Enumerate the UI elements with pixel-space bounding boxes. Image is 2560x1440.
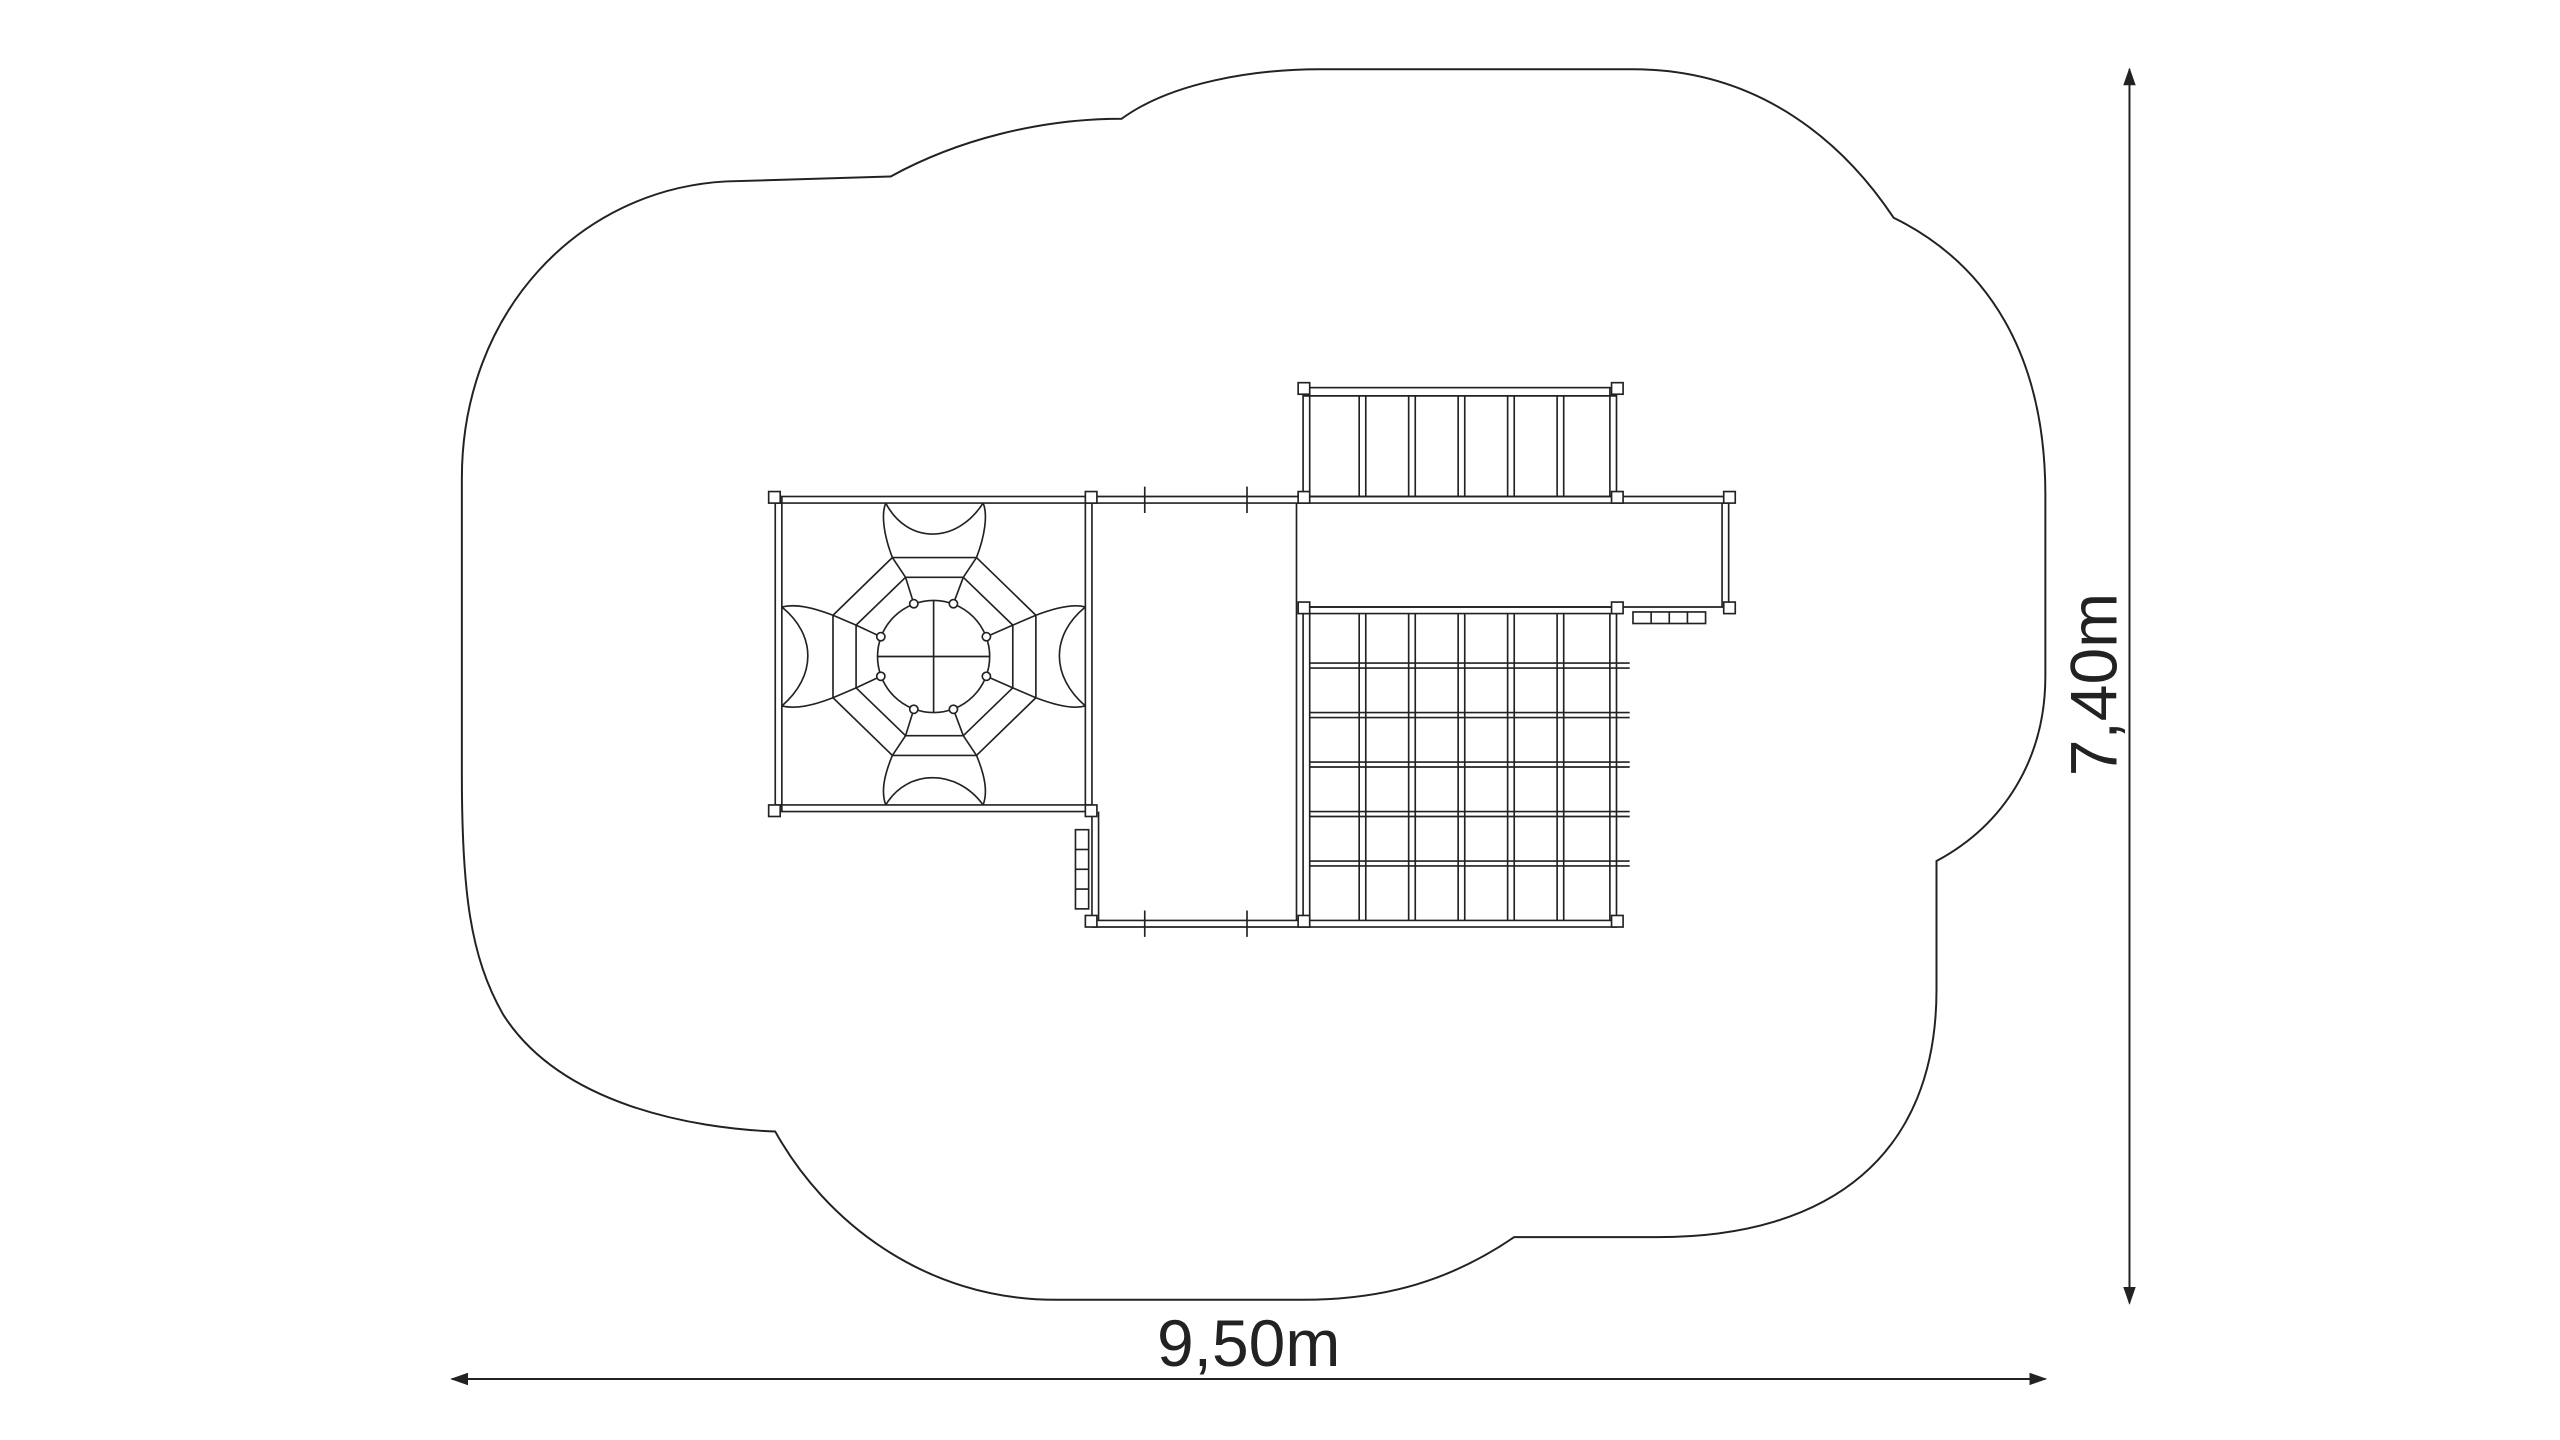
top-slat-bridge — [1302, 386, 1618, 498]
width-dimension-label: 9,50m — [1157, 1306, 1340, 1380]
net-knots — [875, 598, 992, 715]
height-dimension-label: 7,40m — [2056, 593, 2130, 776]
safety-zone-outline — [460, 68, 2047, 1301]
left-net-module — [774, 495, 1093, 813]
grid-horizontals — [1309, 662, 1630, 867]
middle-walkway — [1074, 486, 1304, 937]
left-module-frame — [774, 495, 1093, 813]
posts — [767, 381, 1737, 928]
grid-net-module — [1302, 606, 1630, 928]
net-anchor-ropes — [781, 502, 1086, 806]
connecting-platform — [1303, 495, 1730, 625]
